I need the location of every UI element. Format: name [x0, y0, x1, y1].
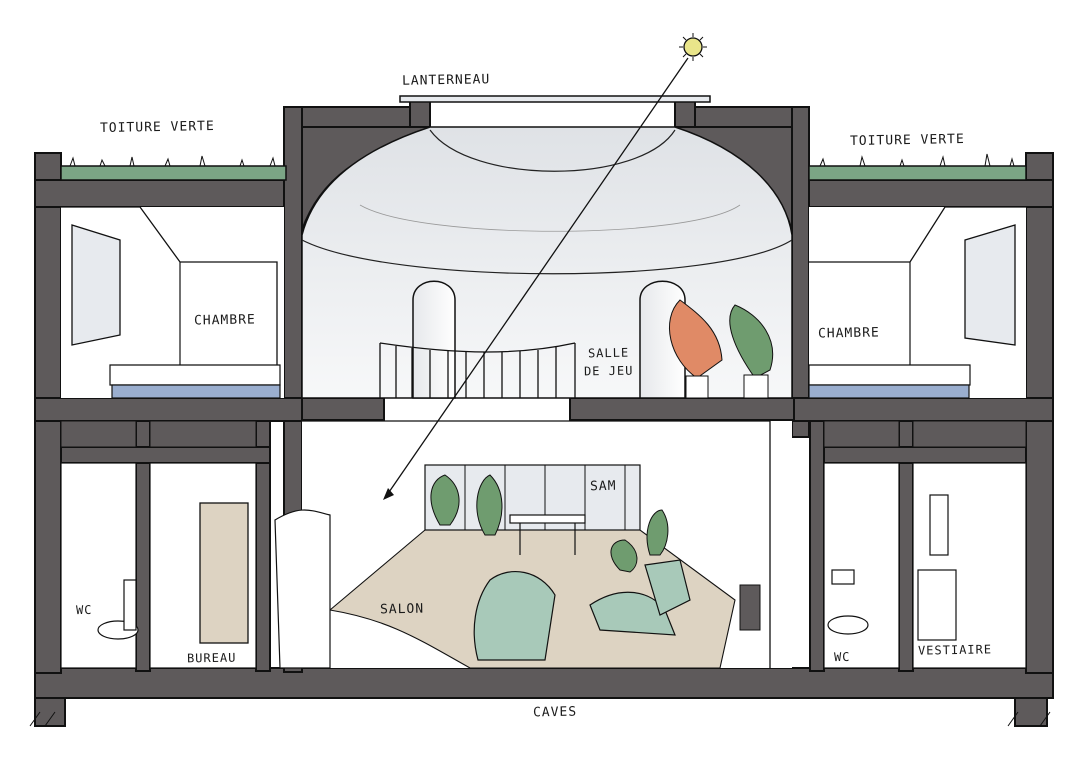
dining-table [509, 514, 586, 555]
ground-slab [29, 667, 1054, 727]
label-sam: SAM [589, 478, 617, 495]
label-salle-de-jeu-line2: DE JEU [583, 363, 634, 379]
label-bureau: BUREAU [186, 650, 237, 666]
label-lanterneau: LANTERNEAU [401, 72, 491, 89]
ceiling-bands [60, 420, 1027, 448]
wc-left-toilet [97, 579, 139, 640]
label-toiture-left: TOITURE VERTE [99, 118, 215, 137]
skylight [399, 95, 711, 103]
label-chambre-left: CHAMBRE [193, 312, 256, 329]
wc-right-toilet [827, 569, 869, 635]
label-chambre-right: CHAMBRE [817, 325, 880, 342]
bedroom-left [61, 206, 284, 399]
balustrade [379, 342, 576, 398]
label-salle-de-jeu-line1: SALLE [587, 345, 630, 361]
label-vestiaire: VESTIAIRE [917, 642, 993, 658]
vestiaire-furniture [917, 494, 957, 641]
plants-upstairs [668, 299, 774, 399]
outer-walls [34, 97, 1054, 674]
label-wc-left: WC [75, 602, 93, 618]
plants-downstairs [430, 474, 669, 573]
green-roof-left [60, 155, 287, 181]
sun-icon [383, 33, 707, 500]
label-salon: SALON [379, 601, 425, 618]
bureau-door [199, 502, 249, 644]
label-caves: CAVES [532, 704, 578, 721]
sofas [473, 559, 691, 661]
label-wc-right: WC [833, 649, 851, 665]
green-roof-right [808, 153, 1027, 181]
bedroom-right [808, 206, 1026, 399]
label-toiture-right: TOITURE VERTE [849, 131, 965, 150]
